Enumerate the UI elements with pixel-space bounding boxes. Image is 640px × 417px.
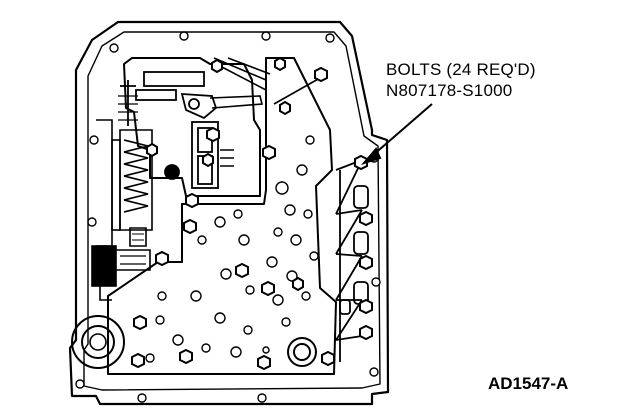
figure-id-label: AD1547-A [488,374,569,393]
callout-bolt-quantity: BOLTS (24 REQ'D) [386,60,536,79]
bolt [131,352,145,369]
bolt [359,254,373,271]
callout-leader [360,103,433,165]
bolt [261,280,275,297]
bolt [262,144,276,161]
bolt [274,56,286,72]
bolt [202,152,214,168]
bolt [206,126,220,143]
upper-linkage [209,57,321,109]
bolt [292,276,304,292]
bolt [359,324,373,341]
bolt [179,348,193,365]
bolt [314,66,328,83]
bolt [235,262,249,279]
accumulator-bore [287,337,317,367]
gasket-inner-outline [83,31,381,391]
bolt [321,350,335,367]
bolt-heads [131,56,373,371]
bolt [183,218,197,235]
bolt [155,250,169,267]
callout-part-number: N807178-S1000 [386,81,513,100]
bolt [279,100,291,116]
bolt [185,192,199,209]
bolt [133,314,147,331]
bolt [359,210,373,227]
manual-valve-assembly [118,71,234,189]
bolt [359,298,373,315]
bolt [257,354,271,371]
bolt [146,142,158,158]
spring-assembly [91,119,153,301]
bolt [211,58,223,74]
passage-holes [145,135,319,363]
servo-bore [71,315,125,369]
